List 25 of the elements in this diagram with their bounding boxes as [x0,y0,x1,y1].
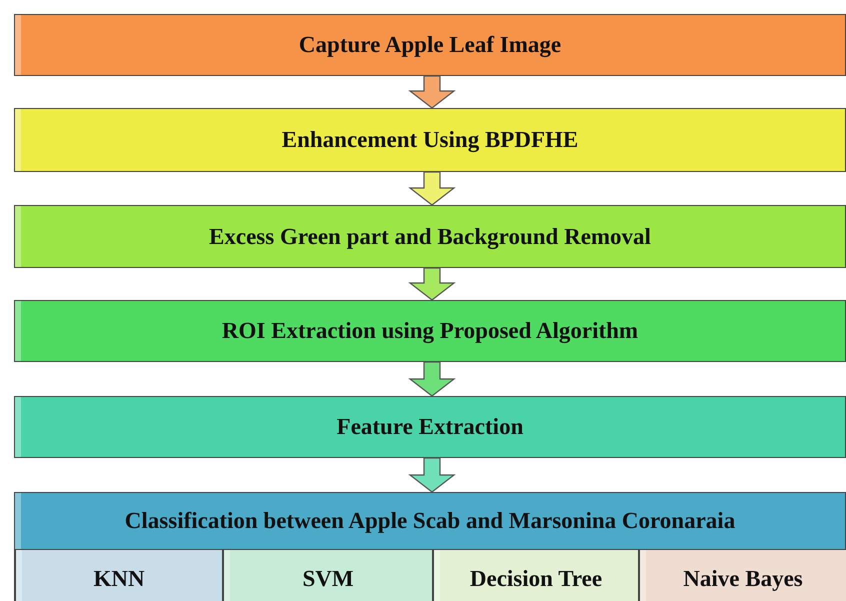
step-label: KNN [93,566,145,592]
classifier-box [433,549,639,601]
down-arrow [408,75,456,109]
process-box [14,14,846,76]
process-box [14,205,846,268]
heading-text: Classification between Apple Scab and Marsonina Coronaraia [124,508,736,534]
process-box [14,300,846,362]
step-label: Decision Tree [470,566,602,592]
step-label: Capture Apple Leaf Image [298,32,562,58]
step-label: SVM [302,566,354,592]
classifier-box [639,549,846,601]
step-label: Enhancement Using BPDFHE [282,127,578,153]
step-label: Naive Bayes [683,566,803,592]
classifier-box [15,549,223,601]
step-label: ROI Extraction using Proposed Algorithm [222,318,638,344]
down-arrow [408,361,456,397]
step-label: Feature Extraction [336,414,524,440]
process-box [14,396,846,458]
down-arrow [408,171,456,206]
classifier-box [223,549,433,601]
step-label: Excess Green part and Background Removal [209,224,651,250]
process-box [14,492,846,601]
down-arrow [408,267,456,301]
process-box [14,108,846,172]
down-arrow [408,457,456,493]
